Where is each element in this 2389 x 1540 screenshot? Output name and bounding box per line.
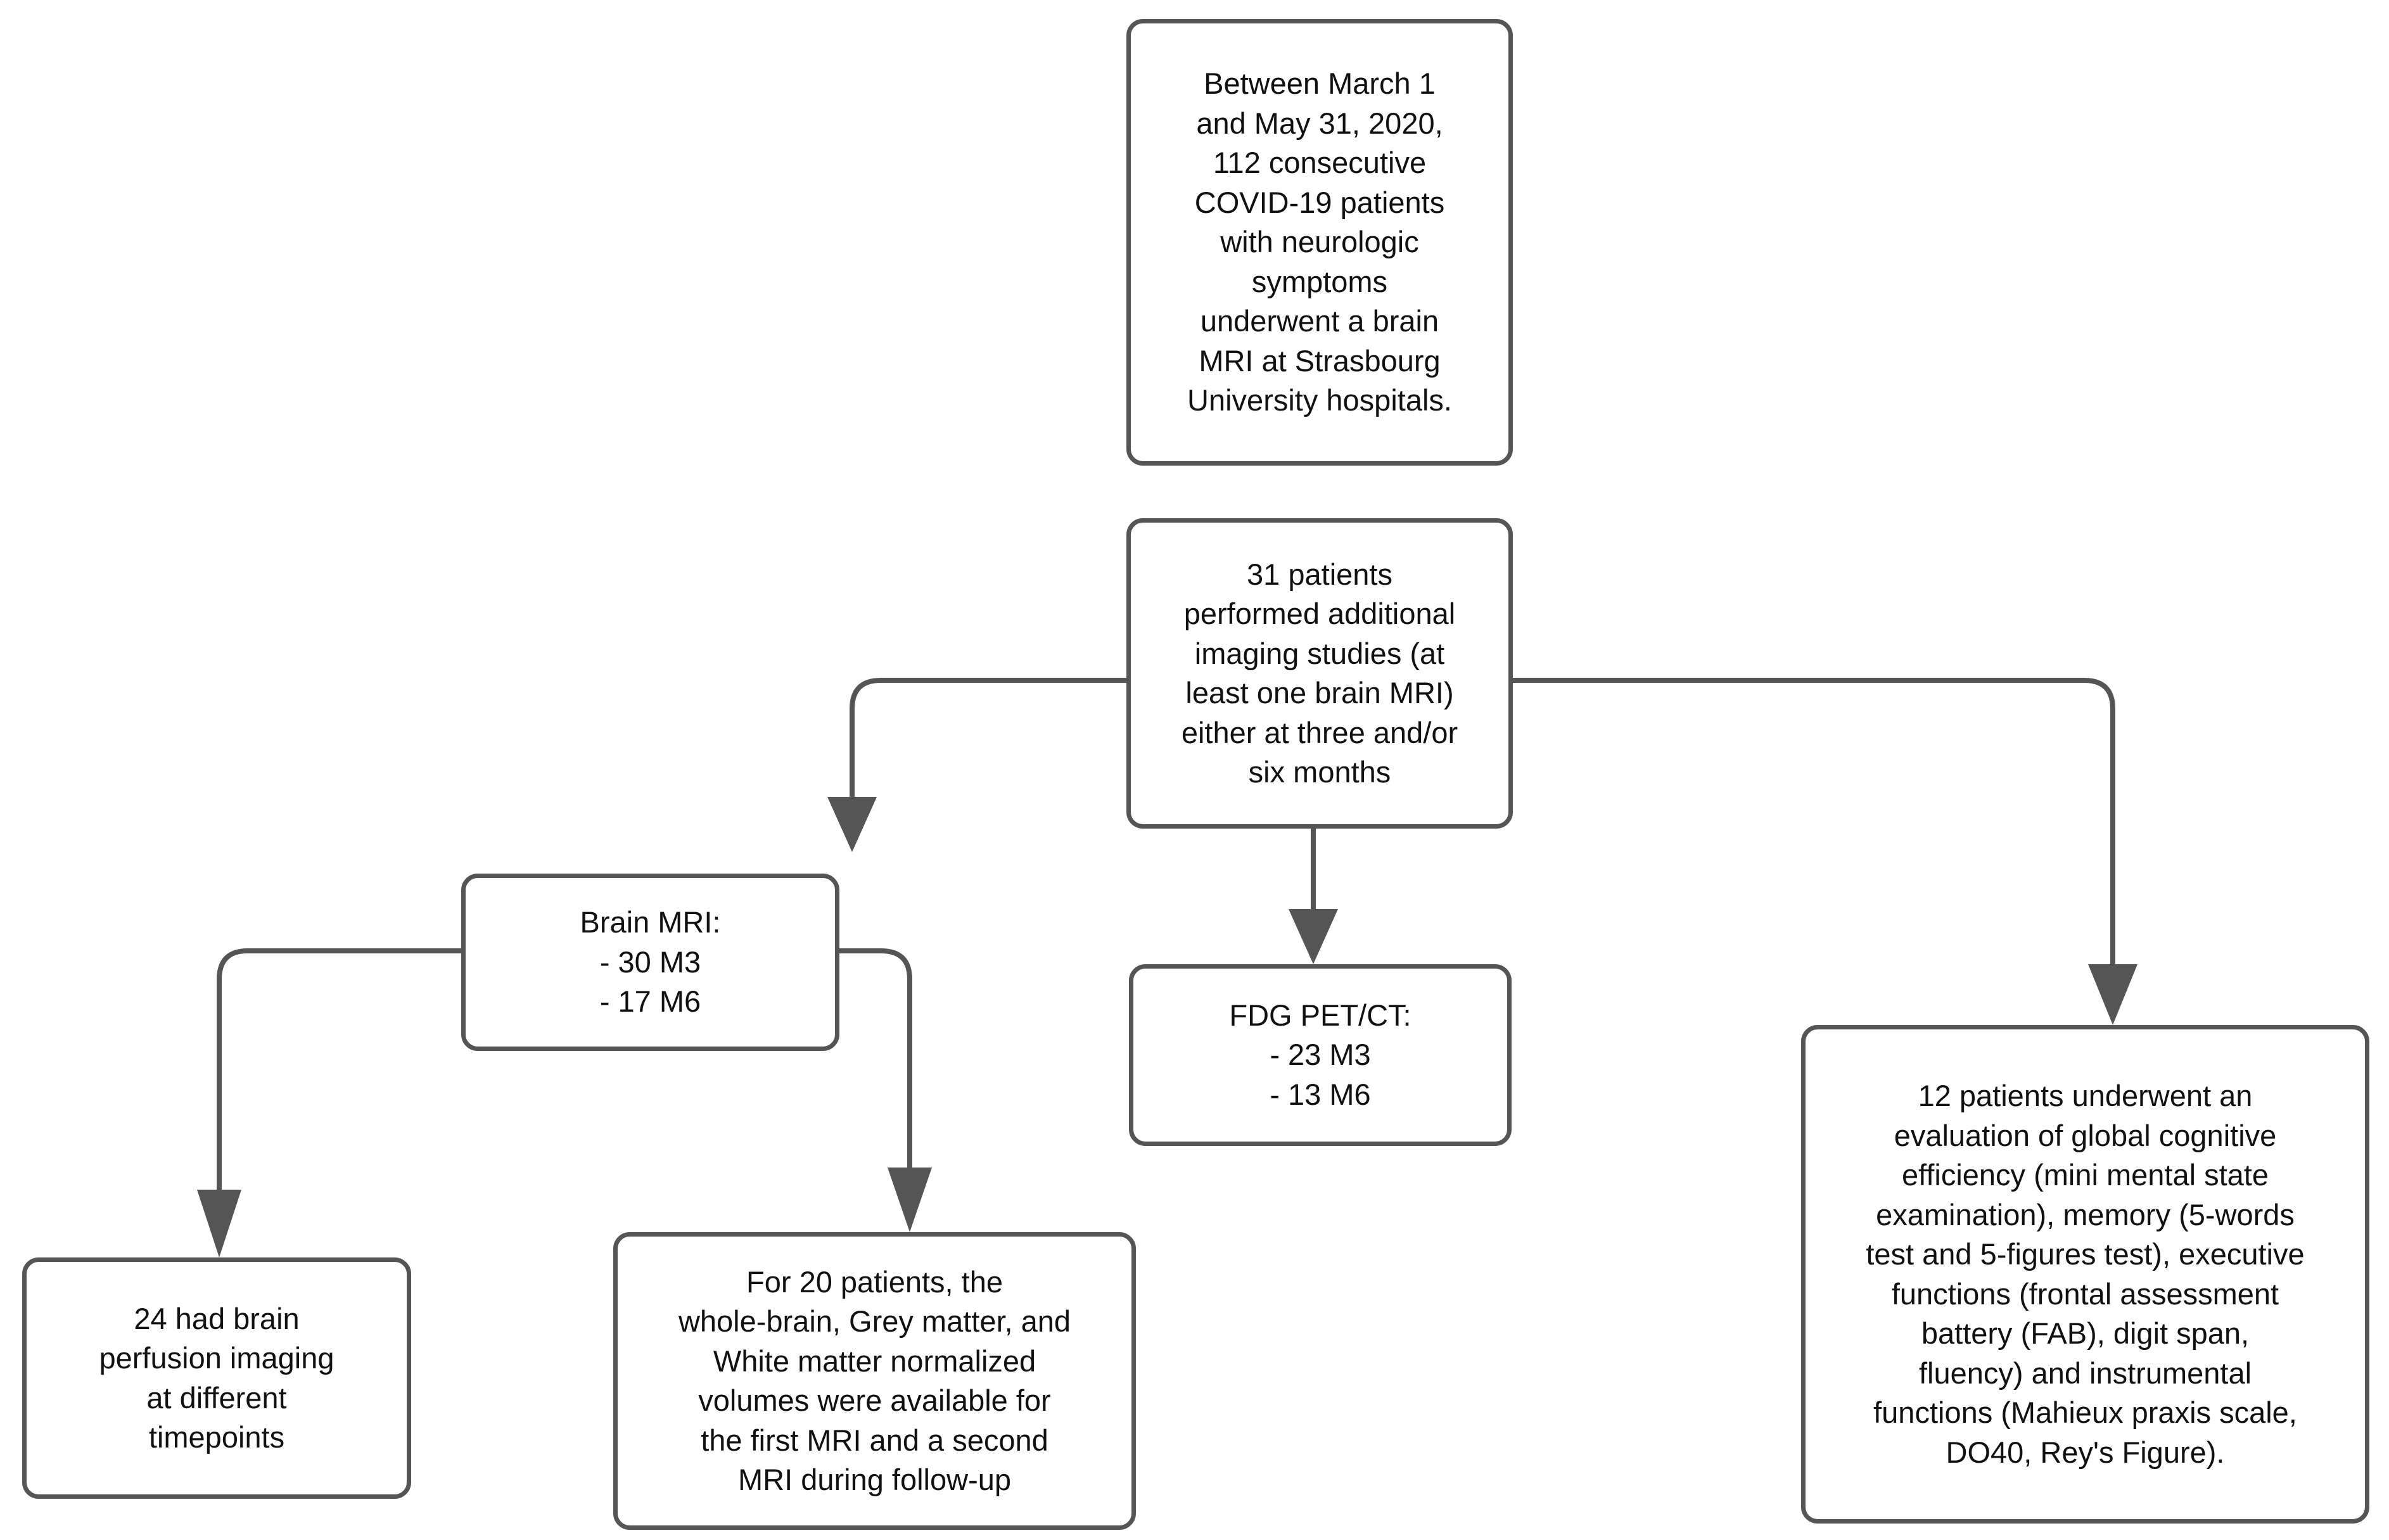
connector-brain-mri-to-volumes — [839, 948, 932, 1232]
arrow-head-icon — [888, 1168, 932, 1232]
brain-mri-box[interactable]: Brain MRI: - 30 M3 - 17 M6 — [461, 874, 839, 1051]
connector-additional-imaging-to-cognitive — [1512, 678, 2137, 1025]
arrow-head-icon — [2088, 964, 2137, 1025]
arrow-head-icon — [827, 797, 877, 852]
cohort-box[interactable]: Between March 1 and May 31, 2020, 112 co… — [1126, 19, 1513, 466]
connector-additional-imaging-to-brain-mri — [827, 678, 1128, 852]
arrow-head-icon — [1289, 909, 1338, 964]
additional-imaging-box[interactable]: 31 patients performed additional imaging… — [1126, 518, 1513, 829]
normalized-volumes-box[interactable]: For 20 patients, the whole-brain, Grey m… — [613, 1232, 1136, 1530]
arrow-head-icon — [197, 1190, 241, 1257]
connector-brain-mri-to-perfusion — [197, 948, 461, 1257]
fdg-pet-ct-box[interactable]: FDG PET/CT: - 23 M3 - 13 M6 — [1129, 964, 1512, 1146]
connector-additional-imaging-to-fdg-pet-ct — [1289, 829, 1338, 964]
perfusion-imaging-box[interactable]: 24 had brain perfusion imaging at differ… — [22, 1257, 411, 1499]
cognitive-evaluation-box[interactable]: 12 patients underwent an evaluation of g… — [1801, 1025, 2369, 1524]
